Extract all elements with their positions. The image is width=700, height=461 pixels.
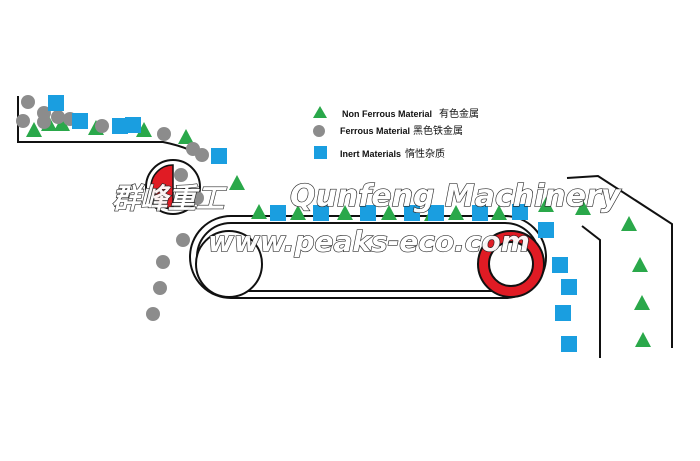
outer-discharge-wall [566, 174, 673, 348]
ferrous-particle [95, 119, 109, 133]
non-ferrous-particle [26, 122, 42, 137]
inert-particle [48, 95, 64, 111]
inert-particle [512, 204, 528, 220]
inert-particle [72, 113, 88, 129]
non-ferrous-particle [575, 200, 591, 215]
inert-particle [561, 279, 577, 295]
legend-ferrous-label: Ferrous Material [340, 126, 410, 136]
material-particles [16, 95, 651, 352]
non-ferrous-particle [229, 175, 245, 190]
inert-particle [404, 205, 420, 221]
non-ferrous-particle [634, 295, 650, 310]
magnetic-rotor-core [488, 241, 534, 287]
watermark-company-en: Qunfeng Machinery [290, 179, 622, 214]
tail-pulley [195, 230, 263, 298]
ferrous-particle [195, 148, 209, 162]
legend-inert-cn: 惰性杂质 [405, 147, 445, 160]
non-ferrous-particle [251, 204, 267, 219]
ferrous-particle [37, 115, 51, 129]
non-ferrous-particle [635, 332, 651, 347]
ferrous-particle [157, 127, 171, 141]
non-ferrous-particle [632, 257, 648, 272]
legend-inert-label: Inert Materials [340, 149, 401, 159]
watermark-company-cn: 群峰重工 [112, 182, 227, 215]
inert-particle [125, 117, 141, 133]
ferrous-particle [156, 255, 170, 269]
inert-particle [270, 205, 286, 221]
non-ferrous-particle [54, 116, 70, 131]
ferrous-particle [153, 281, 167, 295]
ferrous-particle [21, 95, 35, 109]
legend-inert-square-icon [314, 146, 327, 159]
watermark-website: www.peaks-eco.com [208, 225, 530, 258]
legend-non-ferrous-label: Non Ferrous Material [342, 109, 432, 119]
inert-particle [552, 257, 568, 273]
non-ferrous-particle [381, 205, 397, 220]
non-ferrous-particle [337, 205, 353, 220]
legend-ferrous-circle-icon [313, 125, 325, 137]
non-ferrous-particle [178, 129, 194, 144]
inert-particle [538, 222, 554, 238]
ferrous-particle [190, 191, 204, 205]
inert-particle [561, 336, 577, 352]
magnet-sector-left [150, 164, 174, 210]
legend-non-ferrous-triangle-icon [313, 106, 327, 118]
inert-particle [555, 305, 571, 321]
inert-particle [211, 148, 227, 164]
ferrous-particle [176, 233, 190, 247]
non-ferrous-particle [136, 122, 152, 137]
inert-particle [428, 205, 444, 221]
ferrous-particle [146, 307, 160, 321]
non-ferrous-particle [621, 216, 637, 231]
inert-particle [112, 118, 128, 134]
inert-particle [313, 205, 329, 221]
legend-non-ferrous-cn: 有色金属 [439, 107, 479, 120]
non-ferrous-particle [290, 205, 306, 220]
non-ferrous-particle [538, 197, 554, 212]
non-ferrous-particle [448, 205, 464, 220]
inert-particle [472, 205, 488, 221]
watermark: 群峰重工 Qunfeng Machinery www.peaks-eco.com [111, 178, 622, 258]
ferrous-particle [16, 114, 30, 128]
ferrous-particle [174, 168, 188, 182]
splitter-plate [581, 225, 601, 358]
legend-ferrous-cn: 黑色铁金属 [413, 124, 463, 137]
legend: Non Ferrous Material 有色金属 Ferrous Materi… [313, 106, 479, 160]
non-ferrous-particle [491, 205, 507, 220]
ferrous-particle [51, 110, 65, 124]
inert-particle [360, 205, 376, 221]
